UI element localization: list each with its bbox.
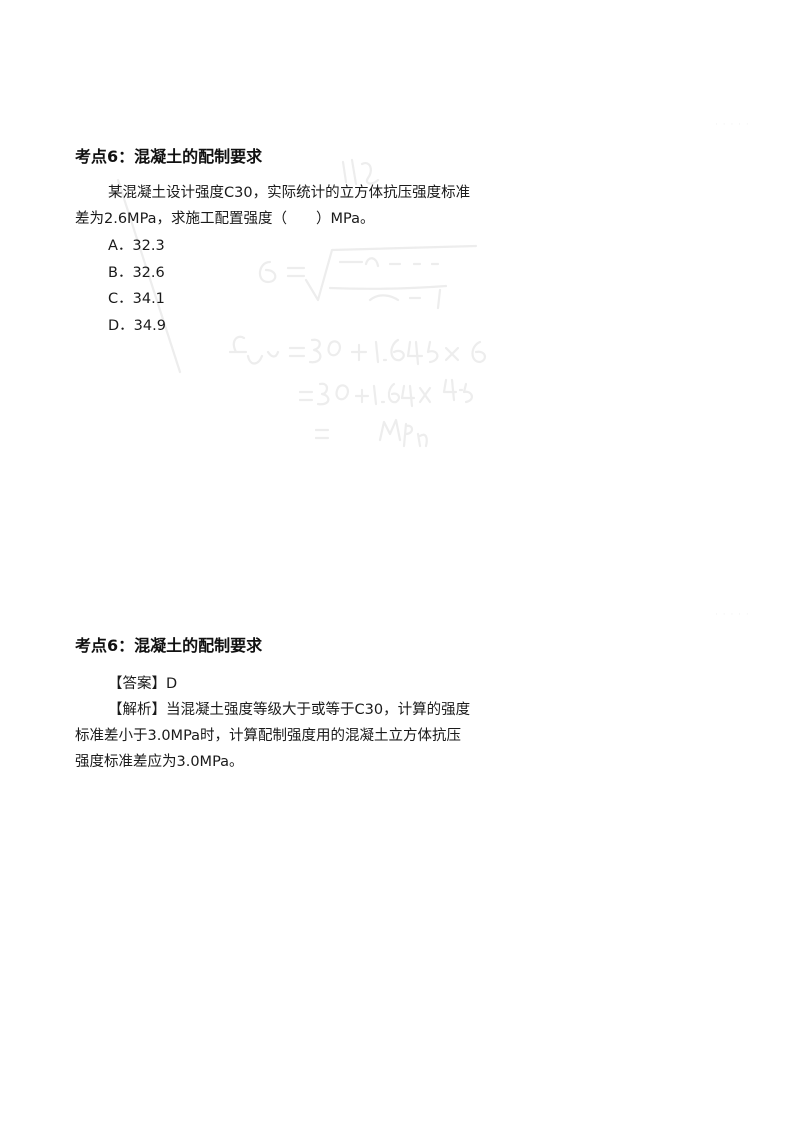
- watermark: · · · · ·: [715, 610, 750, 620]
- option-d: D．34.9: [108, 317, 166, 334]
- options-list: A．32.3 B．32.6 C．34.1 D．34.9: [75, 233, 535, 339]
- answer-block: 【答案】D 【解析】当混凝土强度等级大于或等于C30，计算的强度 标准差小于3.…: [75, 671, 535, 775]
- option-b: B．32.6: [108, 264, 165, 281]
- section-title: 考点6：混凝土的配制要求: [75, 636, 263, 655]
- question-stem-line: 某混凝土设计强度C30，实际统计的立方体抗压强度标准: [108, 185, 471, 201]
- option-c: C．34.1: [108, 291, 165, 307]
- question-section: 考点6：混凝土的配制要求 某混凝土设计强度C30，实际统计的立方体抗压强度标准 …: [75, 146, 535, 339]
- option-a: A．32.3: [108, 238, 165, 254]
- explanation-line: 【解析】当混凝土强度等级大于或等于C30，计算的强度: [108, 702, 471, 718]
- answer-text: 【答案】D: [108, 676, 178, 692]
- question-stem: 某混凝土设计强度C30，实际统计的立方体抗压强度标准 差为2.6MPa，求施工配…: [75, 180, 535, 232]
- watermark: · · · · ·: [715, 120, 750, 130]
- answer-section: 考点6：混凝土的配制要求 【答案】D 【解析】当混凝土强度等级大于或等于C30，…: [75, 635, 535, 775]
- section-title: 考点6：混凝土的配制要求: [75, 147, 263, 166]
- explanation-line: 强度标准差应为3.0MPa。: [75, 754, 244, 770]
- explanation-line: 标准差小于3.0MPa时，计算配制强度用的混凝土立方体抗压: [75, 728, 462, 744]
- question-stem-line: 差为2.6MPa，求施工配置强度（ ）MPa。: [75, 211, 375, 227]
